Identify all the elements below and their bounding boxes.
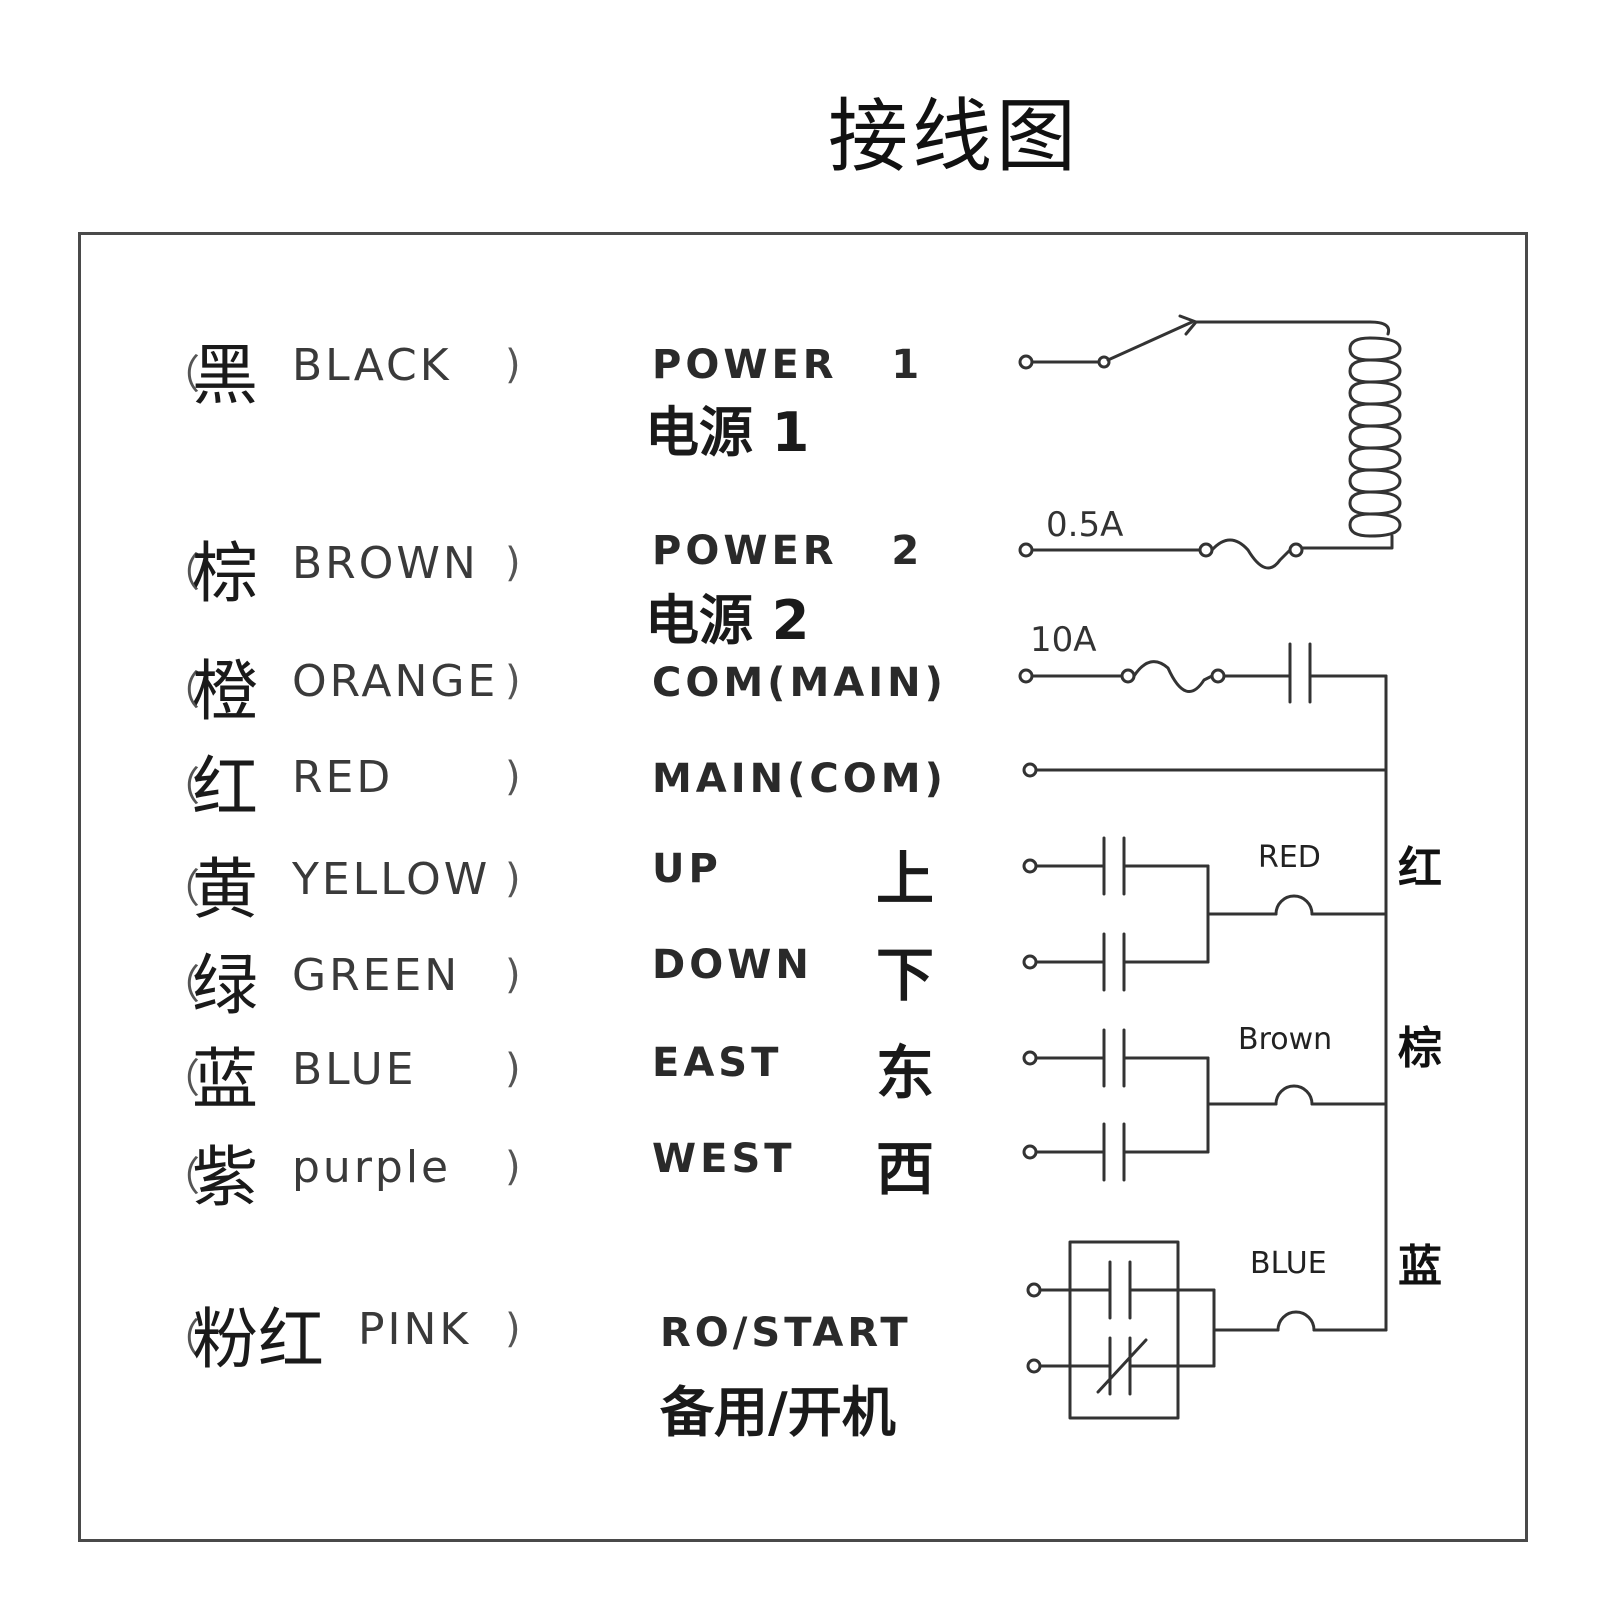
paren-open: （ [160,668,200,714]
main-com-circuit [1022,762,1388,778]
wire-zh-black: 黑 [192,337,258,414]
wire-zh-blue: 蓝 [192,1041,258,1118]
terminal-ro [1026,1282,1042,1298]
start-relay-box [1068,1240,1180,1420]
wire-en-purple: purple [292,1142,452,1193]
paren-close: ) [505,540,521,586]
wire-en-blue: BLUE [292,1044,417,1095]
paren-open: （ [160,1316,200,1362]
wire-en-orange: ORANGE [292,656,499,707]
terminal-start [1026,1358,1042,1374]
wire-zh-purple: 紫 [192,1139,258,1216]
function-main-com: MAIN(COM) [652,756,947,802]
function-east: EAST [652,1040,783,1086]
function-ro-start-zh: 备用/开机 [660,1381,896,1444]
function-up: UP [652,846,722,892]
function-power1-zh: 电源 1 [645,401,810,464]
terminal-up [1022,858,1038,874]
coil-label-brown: Brown [1238,1022,1333,1057]
function-down-zh: 下 [876,941,935,1009]
terminal-power1 [1018,354,1034,370]
wire-zh-pink: 粉红 [192,1301,324,1378]
wire-zh-green: 绿 [192,947,258,1024]
diagram-frame [78,232,1528,1542]
paren-close: ) [505,952,521,998]
coil-blue-icon [1276,1310,1316,1332]
ro-start-circuit [1026,1240,1388,1420]
switch-pivot [1097,355,1111,369]
wire-zh-orange: 橙 [192,653,258,730]
paren-close: ) [505,856,521,902]
function-power1: POWER 1 [652,342,924,388]
paren-close: ) [505,1144,521,1190]
terminal-west [1022,1144,1038,1160]
terminal-power2 [1018,542,1034,558]
function-east-zh: 东 [876,1039,935,1107]
east-west-circuit [1022,1028,1388,1182]
function-ro-start: RO/START [660,1310,912,1356]
paren-close: ) [505,1046,521,1092]
coil-red-icon [1274,894,1314,916]
page-title: 接线图 [828,90,1080,183]
paren-open: （ [160,550,200,596]
paren-open: （ [160,866,200,912]
fuse-05a-icon [1210,538,1292,570]
paren-open: （ [160,1056,200,1102]
switch-blade [1106,320,1194,362]
wire-en-black: BLACK [292,340,452,391]
function-down: DOWN [652,942,813,988]
terminal-main-com [1022,762,1038,778]
function-west-zh: 西 [876,1135,935,1203]
power2-fuse-circuit [1018,538,1304,570]
coil-label-blue: BLUE [1250,1246,1327,1281]
wire-en-brown: BROWN [292,538,479,589]
paren-open: （ [160,352,200,398]
wire-en-pink: PINK [358,1304,472,1355]
paren-close: ) [505,342,521,388]
paren-close: ) [505,658,521,704]
wire-en-green: GREEN [292,950,461,1001]
paren-close: ) [505,754,521,800]
wire-en-yellow: YELLOW [292,854,491,905]
function-west: WEST [652,1136,796,1182]
fuse-label-10a: 10A [1030,620,1097,660]
terminal-east [1022,1050,1038,1066]
power1-switch-circuit [1018,314,1402,550]
up-down-circuit [1022,836,1388,992]
side-label-blue: 蓝 [1398,1241,1442,1292]
paren-open: （ [160,764,200,810]
wire-zh-brown: 棕 [192,535,258,612]
terminal-com-main [1018,668,1034,684]
wire-zh-red: 红 [192,749,258,826]
function-com-main: COM(MAIN) [652,660,947,706]
side-label-brown: 棕 [1398,1023,1442,1074]
coil-brown-icon [1274,1084,1314,1106]
transformer-coil [1348,336,1402,538]
function-up-zh: 上 [876,845,935,913]
paren-open: （ [160,962,200,1008]
fuse-10a-icon [1132,660,1214,693]
function-power2-zh: 电源 2 [645,589,810,652]
fuse-label-05a: 0.5A [1046,505,1124,545]
function-power2: POWER 2 [652,528,924,574]
paren-open: （ [160,1154,200,1200]
wire-en-red: RED [292,752,394,803]
side-label-red: 红 [1398,843,1442,894]
coil-label-red: RED [1258,840,1321,875]
com-main-circuit [1018,642,1388,1332]
wire-zh-yellow: 黄 [192,851,258,928]
paren-close: ) [505,1306,521,1352]
terminal-down [1022,954,1038,970]
